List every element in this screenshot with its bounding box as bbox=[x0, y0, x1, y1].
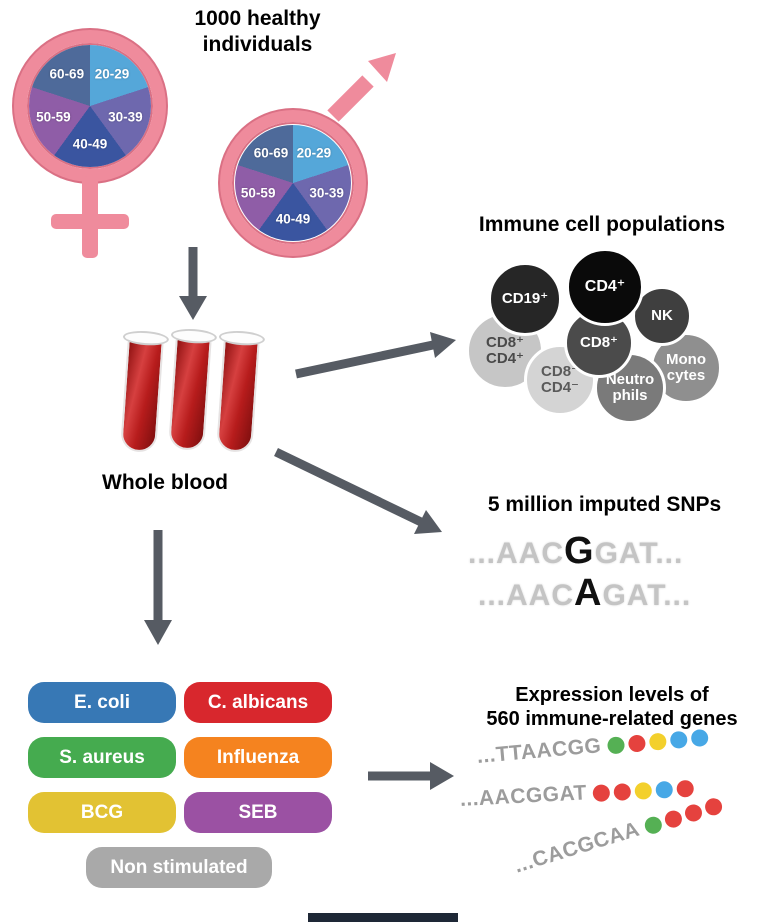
sequence-text: GAT... bbox=[594, 537, 684, 570]
expression-title: Expression levels of 560 immune-related … bbox=[486, 684, 738, 731]
stimulus-s-aureus: S. aureus bbox=[28, 737, 176, 778]
age-label-20-29: 20-29 bbox=[296, 145, 332, 161]
blood-tube bbox=[118, 329, 170, 458]
tube-body bbox=[215, 336, 260, 454]
male-symbol: 20-29 30-39 40-49 50-59 60-69 bbox=[218, 48, 413, 263]
sequence-text: ...AAC bbox=[478, 579, 574, 612]
tube-body bbox=[167, 334, 212, 452]
arrow-blood-to-cells bbox=[295, 340, 434, 379]
gene-read: ...AACGGAT bbox=[459, 776, 695, 812]
arrowhead-blood-to-snps bbox=[414, 510, 442, 534]
read-sequence: ...TTAACGG bbox=[475, 734, 603, 768]
expression-dot-red bbox=[662, 808, 684, 830]
expression-dot-red bbox=[676, 779, 695, 798]
snp-sequence-1: ...AACGGAT... bbox=[468, 530, 683, 573]
cell-nk: NK bbox=[632, 286, 692, 346]
stimulus-e-coli: E. coli bbox=[28, 682, 176, 723]
cohort-title: 1000 healthy individuals bbox=[194, 7, 321, 56]
stimulus-non-stimulated: Non stimulated bbox=[86, 847, 272, 888]
age-label-40-49: 40-49 bbox=[72, 136, 108, 152]
age-label-30-39: 30-39 bbox=[108, 109, 143, 125]
expression-dot-blue bbox=[669, 730, 688, 749]
blood-tube bbox=[166, 327, 218, 456]
read-sequence: ...CACGCAA bbox=[511, 817, 643, 878]
expression-dot-green bbox=[606, 735, 625, 755]
female-symbol: 20-29 30-39 40-49 50-59 60-69 bbox=[12, 26, 187, 266]
age-label-40-49: 40-49 bbox=[275, 211, 311, 227]
expression-reads: ...TTAACGG ...AACGGAT ...CACGCAA bbox=[455, 728, 767, 915]
arrowhead-stimuli-to-expression bbox=[430, 762, 454, 790]
expression-dot-red bbox=[592, 783, 611, 802]
expression-dots bbox=[592, 779, 695, 802]
snp-variant-allele: G bbox=[564, 530, 595, 572]
age-label-50-59: 50-59 bbox=[240, 185, 276, 201]
expression-dot-green bbox=[642, 814, 664, 836]
expression-dot-blue bbox=[655, 780, 674, 799]
cropped-panel-edge bbox=[308, 913, 458, 922]
arrowhead-cohort-to-blood bbox=[179, 296, 207, 320]
expression-dot-red bbox=[682, 801, 704, 824]
expression-dot-blue bbox=[690, 728, 709, 747]
male-age-pie: 20-29 30-39 40-49 50-59 60-69 bbox=[235, 125, 351, 241]
expression-dot-red bbox=[613, 782, 632, 801]
expression-dot-red bbox=[702, 795, 724, 817]
female-symbol-crossbar bbox=[51, 214, 129, 229]
snp-variant-allele: A bbox=[574, 572, 603, 614]
snps-title: 5 million imputed SNPs bbox=[487, 493, 722, 516]
age-label-60-69: 60-69 bbox=[253, 145, 289, 161]
sequence-text: ...AAC bbox=[468, 537, 564, 570]
age-label-20-29: 20-29 bbox=[94, 66, 130, 82]
snp-sequence-2: ...AACAGAT... bbox=[478, 572, 691, 615]
arrowhead-blood-to-stimuli bbox=[144, 620, 172, 645]
male-symbol-arrow-icon bbox=[327, 53, 396, 122]
stimulus-seb: SEB bbox=[184, 792, 332, 833]
age-label-60-69: 60-69 bbox=[49, 66, 85, 82]
blood-tube bbox=[214, 329, 266, 458]
age-label-30-39: 30-39 bbox=[309, 185, 344, 201]
female-age-pie: 20-29 30-39 40-49 50-59 60-69 bbox=[29, 45, 151, 167]
expression-dots bbox=[606, 728, 709, 755]
gene-read: ...TTAACGG bbox=[476, 725, 709, 769]
expression-dot-red bbox=[627, 733, 646, 753]
cell-cd4: CD4⁺ bbox=[566, 248, 644, 326]
whole-blood-label: Whole blood bbox=[102, 471, 228, 494]
expression-dot-yellow bbox=[648, 731, 667, 751]
sequence-text: GAT... bbox=[602, 579, 692, 612]
arrowhead-blood-to-cells bbox=[430, 332, 456, 358]
age-label-50-59: 50-59 bbox=[36, 109, 71, 125]
cell-cd19: CD19⁺ bbox=[488, 262, 562, 336]
tube-body bbox=[119, 336, 164, 454]
stimulus-influenza: Influenza bbox=[184, 737, 332, 778]
immune-cell-cluster: CD8⁺ CD4⁺ CD8⁻ CD4⁻ Mono cytes Neutro ph… bbox=[462, 240, 764, 435]
arrow-blood-to-snps bbox=[274, 447, 423, 527]
read-sequence: ...AACGGAT bbox=[459, 781, 588, 811]
immune-populations-title: Immune cell populations bbox=[478, 213, 726, 236]
expression-dot-yellow bbox=[634, 781, 653, 800]
stimuli-panel: E. coli C. albicans S. aureus Influenza … bbox=[24, 676, 346, 896]
stimulus-bcg: BCG bbox=[28, 792, 176, 833]
blood-tubes bbox=[112, 325, 282, 470]
stimulus-c-albicans: C. albicans bbox=[184, 682, 332, 723]
cell-cd8neg-cd4neg: CD8⁻ CD4⁻ bbox=[524, 344, 596, 416]
